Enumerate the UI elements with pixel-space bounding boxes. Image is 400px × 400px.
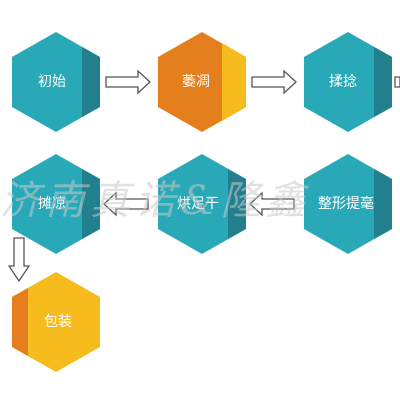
step-7-hex bbox=[12, 272, 100, 372]
step-1-label: 初始 bbox=[38, 73, 66, 90]
step-5-label: 烘足干 bbox=[177, 196, 219, 212]
step-2: 萎凋 bbox=[158, 32, 246, 132]
step-7: 包装 bbox=[12, 272, 100, 372]
step-6-hex-shade bbox=[82, 169, 100, 239]
step-3-hex bbox=[304, 32, 392, 132]
arrow-left-1 bbox=[249, 191, 295, 217]
step-4-label: 整形提毫 bbox=[318, 195, 374, 212]
step-6-label: 摊凉 bbox=[38, 196, 66, 212]
arrow-edge-partial bbox=[394, 76, 400, 88]
step-1-hex bbox=[12, 32, 100, 132]
arrow-left-2 bbox=[103, 191, 149, 217]
step-3-label: 揉捻 bbox=[329, 74, 357, 90]
step-5-hex-shade bbox=[228, 169, 246, 239]
step-4-hex-shade bbox=[374, 169, 392, 239]
step-4-hex bbox=[304, 154, 392, 254]
step-2-label: 萎凋 bbox=[182, 74, 210, 90]
step-1-hex-shade bbox=[82, 47, 100, 117]
arrow-right-2 bbox=[251, 69, 297, 95]
step-6-hex bbox=[12, 154, 100, 254]
watermark-text: 济南真诺&隆鑫 bbox=[0, 178, 311, 224]
step-1: 初始 bbox=[12, 32, 100, 132]
step-3-hex-shade bbox=[374, 47, 392, 117]
flow-arrows bbox=[7, 69, 400, 283]
step-5: 烘足干 bbox=[158, 154, 246, 254]
step-7-hex-shade bbox=[12, 288, 28, 356]
arrow-down bbox=[7, 237, 31, 283]
step-2-hex-shade bbox=[222, 43, 246, 121]
step-7-label: 包装 bbox=[44, 314, 72, 330]
arrow-right-1 bbox=[105, 69, 151, 95]
step-4: 整形提毫 bbox=[304, 154, 392, 254]
step-3: 揉捻 bbox=[304, 32, 392, 132]
step-6: 摊凉 bbox=[12, 154, 100, 254]
step-5-hex bbox=[158, 154, 246, 254]
